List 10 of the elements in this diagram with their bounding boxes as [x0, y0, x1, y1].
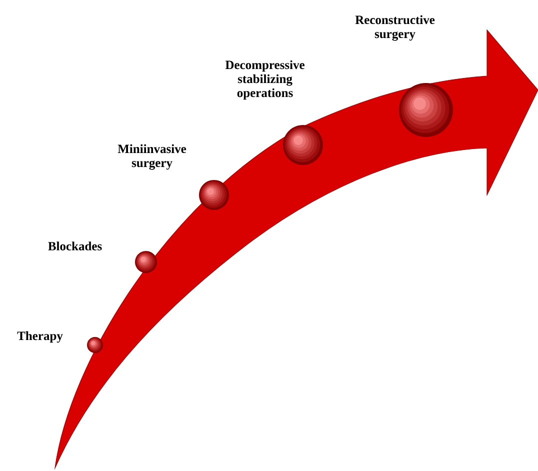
sphere	[87, 336, 103, 353]
sphere	[399, 83, 453, 137]
sphere	[199, 180, 229, 210]
step-label: Miniinvasive surgery	[118, 144, 186, 170]
step-label: Therapy	[17, 331, 63, 343]
sphere	[283, 125, 323, 165]
step-label: Blockades	[48, 242, 102, 250]
sphere	[135, 251, 157, 273]
step-label: Reconstructive surgery	[355, 15, 435, 41]
step-label: Decompressive stabilizing operations	[225, 60, 304, 100]
